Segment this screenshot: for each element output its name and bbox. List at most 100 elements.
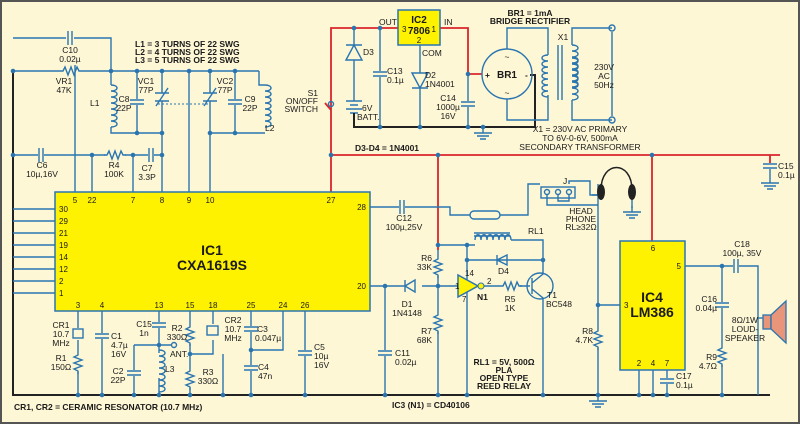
ic1-bottom-wiring <box>72 311 313 398</box>
c2-value: 22P <box>110 375 125 385</box>
n1-pin: 2 <box>487 277 492 286</box>
vc1-label: VC1 <box>138 76 155 86</box>
c9-label: C9 <box>245 94 256 104</box>
c3-value: 0.047µ <box>255 333 281 343</box>
ic1-pin: 28 <box>357 203 366 212</box>
c2-label: C2 <box>113 366 124 376</box>
ic1-pin: 15 <box>186 301 195 310</box>
ic4-name: IC4 <box>641 289 663 305</box>
vc2-value: 77P <box>217 85 232 95</box>
coil-note: L3 = 5 TURNS OF 22 SWG <box>135 55 240 65</box>
n1-name: N1 <box>477 292 488 302</box>
ground-bus <box>12 71 770 396</box>
ic4-pin: 2 <box>637 359 642 368</box>
d2-value: 1N4001 <box>425 79 455 89</box>
ic1-pin: 21 <box>59 229 68 238</box>
battery-label: 6V <box>362 103 373 113</box>
x1-name: X1 <box>558 32 569 42</box>
l3-label: L3 <box>165 364 175 374</box>
power-supply <box>324 24 780 250</box>
switch-label: S1 <box>308 88 319 98</box>
ic1-pin: 13 <box>155 301 164 310</box>
x1-note: X1 = 230V AC PRIMARY <box>533 124 628 134</box>
r2-value: 330Ω <box>167 332 188 342</box>
l2-label: L2 <box>265 123 275 133</box>
c14-voltage: 16V <box>440 111 455 121</box>
c1-voltage: 16V <box>111 349 126 359</box>
r8-value: 4.7K <box>576 335 594 345</box>
r1-value: 150Ω <box>51 362 72 372</box>
c14-label: C14 <box>440 93 456 103</box>
c5-value: 10µ <box>314 351 328 361</box>
ic1-pin: 25 <box>247 301 256 310</box>
r1-label: R1 <box>56 353 67 363</box>
output-wiring <box>370 166 787 408</box>
cr1-unit: MHz <box>52 338 69 348</box>
c16-value: 0.04µ <box>696 303 718 313</box>
c15-label: C15 <box>778 161 794 171</box>
r5-value: 1K <box>505 303 516 313</box>
mains-label: 230V <box>594 62 614 72</box>
headphone-label: RL≥32Ω <box>565 222 596 232</box>
c16-label: C16 <box>701 294 717 304</box>
cr2-label: CR2 <box>224 315 241 325</box>
vr1-label: VR1 <box>56 76 73 86</box>
l1-label: L1 <box>90 98 100 108</box>
br1-note: BRIDGE RECTIFIER <box>490 16 570 26</box>
c8-value: 22P <box>116 103 131 113</box>
jack-label: J <box>563 176 567 186</box>
c9-value: 22P <box>242 103 257 113</box>
r5-label: R5 <box>505 294 516 304</box>
c12-label: C12 <box>396 213 412 223</box>
c13-label: C13 <box>387 66 403 76</box>
mains-label: AC <box>598 71 610 81</box>
c18-value: 100µ, 35V <box>723 248 762 258</box>
ic4-pin: 3 <box>624 301 629 310</box>
antenna-label: ANT. <box>170 349 188 359</box>
x1-note: TO 6V-0-6V, 500mA <box>542 133 618 143</box>
d1-value: 1N4148 <box>392 308 422 318</box>
ic3-note: IC3 (N1) = CD40106 <box>392 400 470 410</box>
notes: L1 = 3 TURNS OF 22 SWG L2 = 4 TURNS OF 2… <box>14 8 641 412</box>
c4-label: C4 <box>258 362 269 372</box>
d2-label: D2 <box>425 70 436 80</box>
relay-note: RL1 = 5V, 500Ω <box>473 357 534 367</box>
ic2-regulator <box>397 9 441 46</box>
c12-value: 100µ,25V <box>386 222 423 232</box>
ic1-pin: 1 <box>59 289 64 298</box>
ic1-pin: 20 <box>357 282 366 291</box>
ic1-pin: 30 <box>59 205 68 214</box>
ic4-pin: 4 <box>651 359 656 368</box>
t1-label: T1 <box>547 290 557 300</box>
speaker-label: LOUD- <box>732 324 759 334</box>
d1-label: D1 <box>402 299 413 309</box>
r6-label: R6 <box>421 253 432 263</box>
c7-value: 3.3P <box>138 172 156 182</box>
c11-label: C11 <box>395 348 410 358</box>
ic1-pin: 19 <box>59 241 68 250</box>
ic2-out-label: OUT <box>379 17 397 27</box>
c17-value: 0.1µ <box>676 380 693 390</box>
ic1-pin: 29 <box>59 217 68 226</box>
t1-value: BC548 <box>546 299 572 309</box>
vc2-label: VC2 <box>217 76 234 86</box>
x1-note: SECONDARY TRANSFORMER <box>519 142 640 152</box>
ic1-pin: 18 <box>209 301 218 310</box>
r4-label: R4 <box>109 160 120 170</box>
c7-label: C7 <box>142 163 153 173</box>
switch-label: ON/OFF <box>286 96 318 106</box>
c6-value: 10µ,16V <box>26 169 58 179</box>
ic1-pin: 10 <box>206 196 215 205</box>
c10-label: C10 <box>62 45 78 55</box>
c14-value: 1000µ <box>436 102 460 112</box>
headphone-label: PHONE <box>566 214 597 224</box>
d3-label: D3 <box>363 47 374 57</box>
ic1-part: CXA1619S <box>177 257 247 273</box>
r7-label: R7 <box>421 326 432 336</box>
ic1-pin: 3 <box>76 301 81 310</box>
relay-note: OPEN TYPE <box>480 373 529 383</box>
ic1-pin: 4 <box>100 301 105 310</box>
d4-label: D4 <box>498 266 509 276</box>
ic4-chip <box>619 240 686 371</box>
